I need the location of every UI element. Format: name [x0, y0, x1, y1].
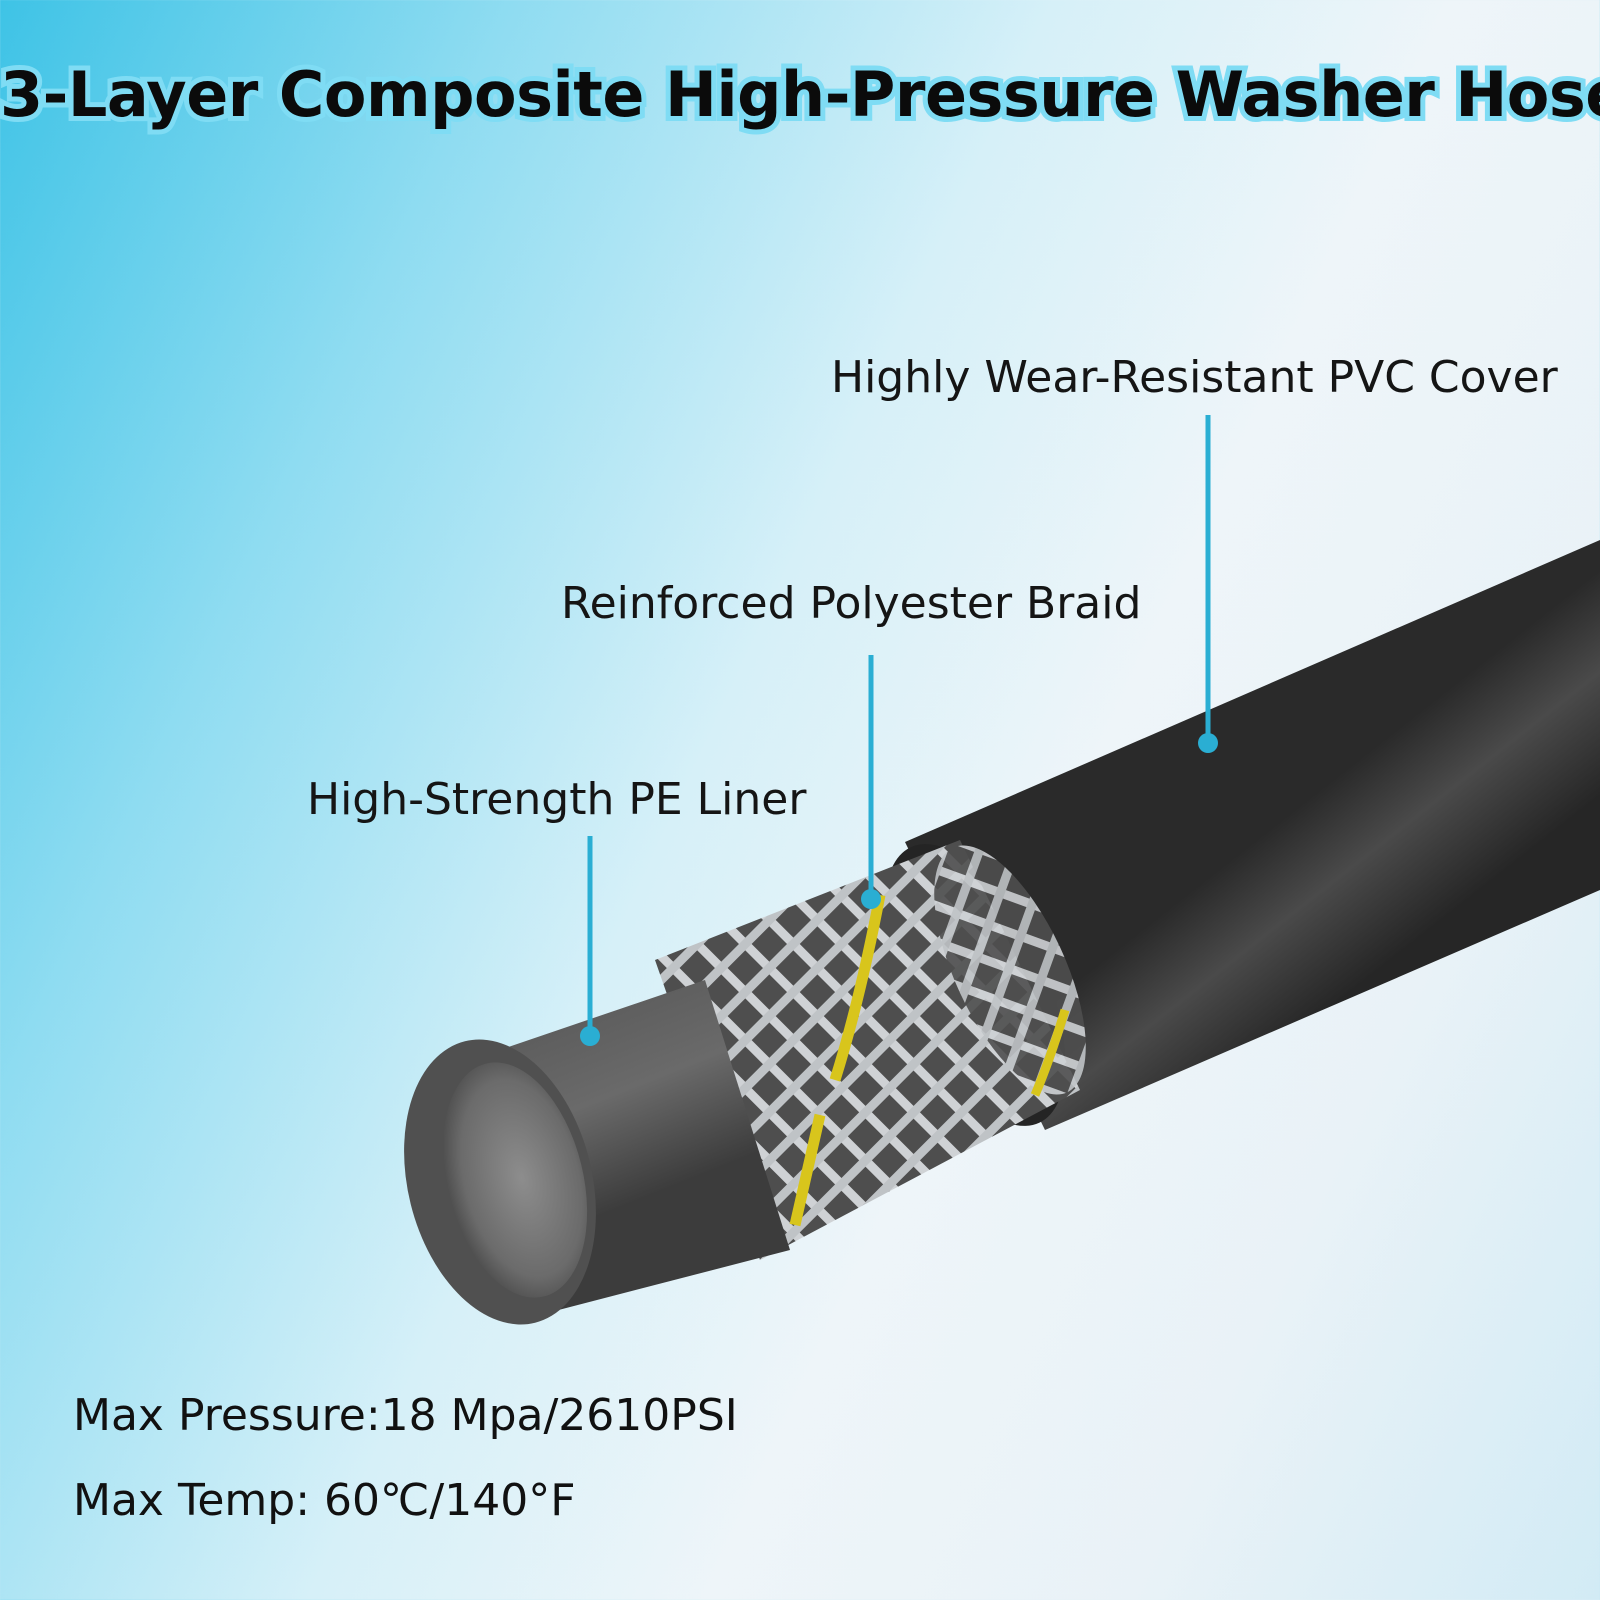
spec-max-pressure: Max Pressure:18 Mpa/2610PSI: [73, 1390, 738, 1441]
callout-pe-liner-label: High-Strength PE Liner: [307, 774, 807, 825]
callout-braid-dot: [861, 889, 881, 909]
tracer-stripe: [789, 1113, 826, 1227]
callout-pvc-cover-dot: [1198, 733, 1218, 753]
liner-bore: [442, 1062, 588, 1298]
spec-max-temp: Max Temp: 60℃/140°F: [73, 1475, 576, 1526]
page-title: 3-Layer Composite High-Pressure Washer H…: [0, 53, 1600, 136]
tracer-stripe: [829, 893, 886, 1082]
tracer-stripe: [1030, 1008, 1070, 1097]
pvc-cover-layer: [905, 540, 1600, 1130]
braid-cut-edge: [934, 845, 1086, 1095]
callout-pe-liner-dot: [580, 1026, 600, 1046]
callout-pvc-cover-label: Highly Wear-Resistant PVC Cover: [831, 352, 1558, 403]
callout-braid-label: Reinforced Polyester Braid: [561, 578, 1142, 629]
